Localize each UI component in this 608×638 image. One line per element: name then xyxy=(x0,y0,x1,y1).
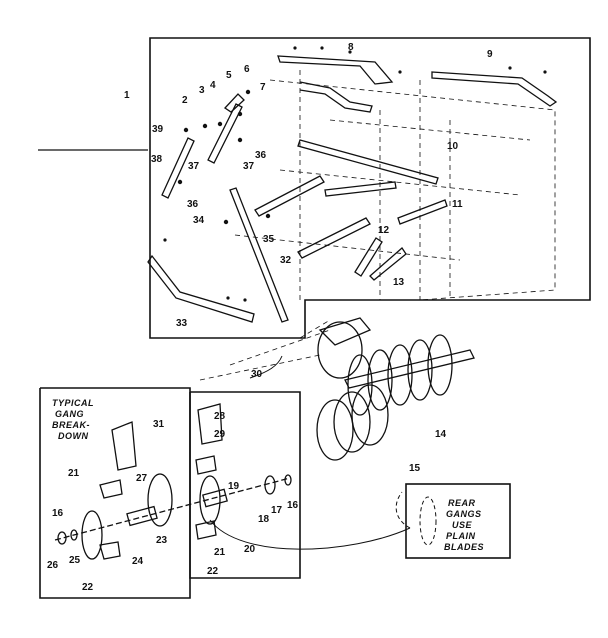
rear-caption-line-1: REAR xyxy=(448,498,476,508)
frame-ghost-lines xyxy=(234,70,556,301)
callout: 3 xyxy=(199,85,205,96)
callout: 37 xyxy=(188,161,200,172)
callout: 20 xyxy=(244,544,256,555)
callout: 6 xyxy=(244,64,250,75)
caption-line-4: DOWN xyxy=(58,431,89,441)
caption-line-1: TYPICAL xyxy=(52,398,94,408)
callout: 23 xyxy=(156,535,168,546)
callout: 25 xyxy=(69,555,81,566)
rear-gangs-box xyxy=(405,483,511,559)
callout: 13 xyxy=(393,277,405,288)
callout: 2 xyxy=(182,95,188,106)
part-12-crossbars xyxy=(254,175,397,259)
leader-curves xyxy=(209,355,411,550)
caption-line-3: BREAK- xyxy=(52,420,90,430)
callout: 22 xyxy=(82,582,94,593)
gang-breakdown-caption: TYPICAL GANG BREAK- DOWN xyxy=(52,398,94,441)
gang-ghost-lines xyxy=(199,319,331,381)
callout: 21 xyxy=(214,547,226,558)
part-11-brace xyxy=(397,199,448,225)
callout: 35 xyxy=(263,234,275,245)
callout: 37 xyxy=(243,161,255,172)
callout: 5 xyxy=(226,70,232,81)
callout: 21 xyxy=(68,468,80,479)
callout: 8 xyxy=(348,42,354,53)
part-33-hitch-bar xyxy=(147,254,255,323)
callout: 15 xyxy=(409,463,421,474)
callout: 9 xyxy=(487,49,493,60)
part-9-frame-bar xyxy=(431,71,558,107)
part-8-frame-bar xyxy=(277,55,394,113)
callout: 1 xyxy=(124,90,130,101)
callout: 33 xyxy=(176,318,188,329)
rear-caption-line-3: USE xyxy=(452,520,473,530)
callout: 26 xyxy=(47,560,59,571)
callout: 10 xyxy=(447,141,459,152)
callout: 30 xyxy=(251,369,263,380)
callout: 38 xyxy=(151,154,163,165)
callout: 22 xyxy=(207,566,219,577)
callout: 18 xyxy=(258,514,270,525)
part-14-disc-gang xyxy=(316,317,475,461)
callout: 19 xyxy=(228,481,240,492)
callout: 17 xyxy=(271,505,283,516)
frame-hardware xyxy=(163,46,547,302)
part-37-uprights xyxy=(161,93,245,199)
part-10-long-bar xyxy=(297,139,439,185)
callout-numbers: 1 2 3 4 5 6 7 8 9 10 11 12 13 14 15 16 1… xyxy=(47,42,493,593)
callout: 28 xyxy=(214,411,226,422)
rear-caption-line-4: PLAIN xyxy=(446,531,476,541)
callout: 36 xyxy=(187,199,199,210)
callout: 12 xyxy=(378,225,390,236)
callout: 24 xyxy=(132,556,144,567)
callout: 4 xyxy=(210,80,216,91)
frame-assembly-box xyxy=(149,37,591,339)
rear-caption-line-5: BLADES xyxy=(444,542,484,552)
callout: 39 xyxy=(152,124,164,135)
plain-blade-icon xyxy=(419,496,437,546)
part-13-brackets xyxy=(354,237,407,281)
callout: 36 xyxy=(255,150,267,161)
callout: 31 xyxy=(153,419,165,430)
callout: 11 xyxy=(452,199,463,210)
caption-line-2: GANG xyxy=(55,409,84,419)
callout: 29 xyxy=(214,429,226,440)
callout: 16 xyxy=(287,500,299,511)
callout: 14 xyxy=(435,429,447,440)
part-32-diagonal-bar xyxy=(229,187,289,323)
gang-breakdown-parts xyxy=(54,403,292,560)
callout: 34 xyxy=(193,215,205,226)
rear-caption-line-2: GANGS xyxy=(446,509,482,519)
rear-gangs-caption: REAR GANGS USE PLAIN BLADES xyxy=(444,498,484,552)
callout: 16 xyxy=(52,508,64,519)
callout: 27 xyxy=(136,473,148,484)
callout: 32 xyxy=(280,255,292,266)
callout: 7 xyxy=(260,82,266,93)
